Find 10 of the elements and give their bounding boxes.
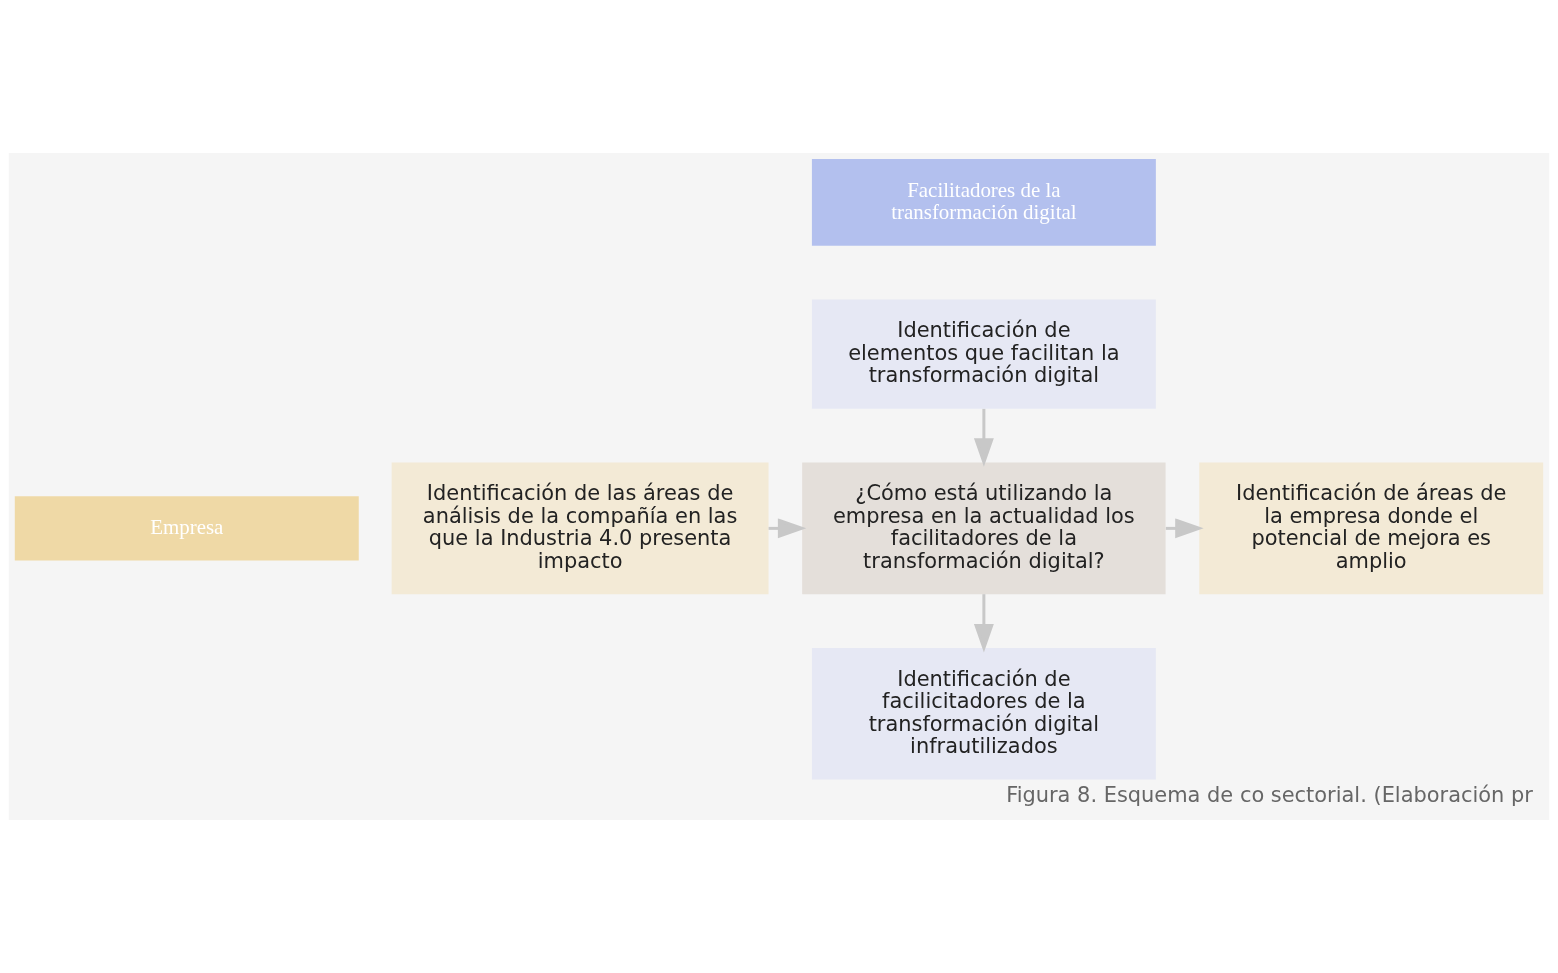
caption: Figura 8. Esquema de co sectorial. (Elaboración pr [1006, 783, 1533, 808]
arrow [973, 408, 994, 467]
node-box: Identificación de las áreas de análisis de la compañía en las que la Industria 4.0 presenta impacto [391, 462, 769, 595]
node-box: Identificación de elementos que facilitan la transformación digital [811, 299, 1156, 409]
node-box: Identificación de áreas de la empresa donde el potencial de mejora es amplio [1199, 462, 1544, 595]
node-box: Identificación de facilicitadores de la transformación digital infrautilizados [811, 648, 1156, 780]
arrow [973, 594, 994, 653]
node-box: Facilitadores de la transformación digital [811, 159, 1156, 246]
node-box: Empresa [14, 496, 359, 561]
node-box: ¿Cómo está utilizando la empresa en la actualidad los facilitadores de la transformación digital? [802, 462, 1166, 595]
